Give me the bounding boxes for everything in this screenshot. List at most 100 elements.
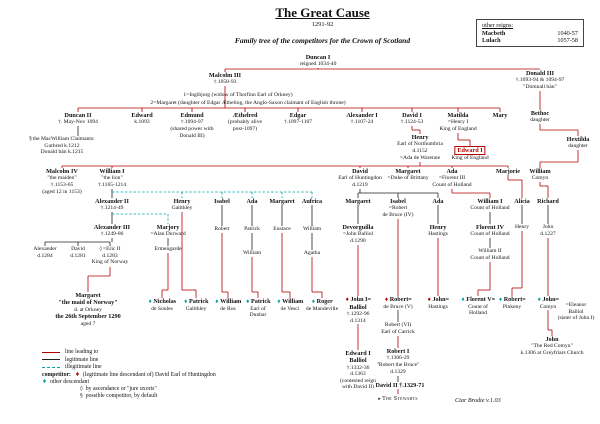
node-line: §the MacWilliam Claimants: xyxy=(29,136,95,142)
node-line: with David II) xyxy=(341,384,375,391)
legend-competitor-item: §possible competitor, by default xyxy=(80,393,272,399)
node-line: ♦Patrick xyxy=(183,298,209,305)
node-alexander-ii: Alexander II†.1214-49 xyxy=(95,198,129,212)
node-line: Robert xyxy=(214,226,230,232)
node-line: Edgar xyxy=(289,112,307,119)
node-line: Marjorie xyxy=(495,168,521,175)
node-line: Henry xyxy=(429,224,447,231)
node-line: (aged 12 in 1153) xyxy=(42,188,82,195)
node-line: ♦William xyxy=(276,298,304,305)
competitor-marker-icon: ♦ xyxy=(344,297,350,303)
node-macwilliam-claimants: §the MacWilliam Claimants:Guthred k.1212… xyxy=(29,136,94,156)
node-line: Richard xyxy=(537,198,559,205)
competitor-marker-icon: ♦ xyxy=(147,299,153,305)
node-line: aged 7 xyxy=(80,320,96,327)
legend-row: legitimate line xyxy=(42,357,272,363)
node-line: Edmund xyxy=(180,112,204,119)
node-line: Holland xyxy=(468,310,488,317)
other-reigns-heading: other reigns: xyxy=(482,22,514,29)
node-line: d.1290 xyxy=(350,237,366,244)
legend-competitor-first: competitor: ♦(legitimate line descendant… xyxy=(42,372,272,378)
node-line: ◊=Eric II xyxy=(99,246,121,252)
legend-item-label: (legitimate line descendant of) David Ea… xyxy=(82,372,216,378)
node-line: Devorguilla xyxy=(342,224,374,231)
node-line: d.1227 xyxy=(540,230,556,237)
node-line: 1=Ingibjorg (widow of Thorfinn Earl of O… xyxy=(183,92,293,98)
node-henry-r: Henry xyxy=(515,224,529,231)
node-line: =Henry I xyxy=(447,119,469,126)
node-line: "Domnall bàn" xyxy=(523,83,557,90)
node-line: †.1249-86 xyxy=(100,231,124,238)
node-line: Balliol xyxy=(349,357,367,365)
node-line: Galithley xyxy=(171,205,193,212)
node-line: Margaret xyxy=(269,198,295,205)
node-robert-ros: Robert xyxy=(214,226,229,233)
node-line: David xyxy=(352,168,368,175)
node-line: Count of Holland xyxy=(470,254,510,261)
node-richard: Richard xyxy=(537,198,559,205)
node-line: Malcolm IV xyxy=(46,168,78,175)
competitor-marker-icon: ♦ xyxy=(384,297,389,303)
node-line: Count of Holland xyxy=(470,231,510,238)
node-line: Hastings xyxy=(428,231,448,238)
node-line: †.1214-49 xyxy=(100,205,124,212)
node-robert-bruce-vi: Robert (VI)Earl of Carrick xyxy=(381,322,415,335)
node-line: d.1363 xyxy=(350,371,366,378)
node-line: Duncan II xyxy=(64,112,92,119)
node-mary: Mary xyxy=(493,112,508,119)
other-reigns-row: Macbeth 1040-57 xyxy=(482,30,578,37)
node-isabel-w: Isabel xyxy=(214,198,230,205)
node-line: Patrick xyxy=(244,226,260,232)
legend-row-label: line leading to xyxy=(65,349,99,355)
node-line: ♦William xyxy=(214,298,242,305)
legend-symbol-icon: ♦ xyxy=(42,379,47,385)
node-line: Guthred k.1212 xyxy=(44,142,80,149)
node-alexander-iii: Alexander III†.1249-86 xyxy=(94,224,130,238)
node-line: Ada xyxy=(432,198,444,205)
node-ada-w: Ada xyxy=(246,198,257,205)
node-line: k.1093 xyxy=(134,119,150,126)
node-line: Florent IV xyxy=(476,224,504,231)
legend-row: line leading to xyxy=(42,349,272,355)
node-line: David xyxy=(71,246,85,252)
node-line: Robert (VI) xyxy=(384,322,412,328)
node-line: Alexander xyxy=(33,246,57,252)
legend-row-label: legitimate line xyxy=(65,356,99,363)
node-line: Earl of Northumbria xyxy=(397,141,443,148)
node-line: Agatha xyxy=(303,250,321,256)
node-line: Alexander II xyxy=(95,198,129,205)
node-malcolm-iii: Malcolm III†.1058-93 xyxy=(209,72,241,86)
legend-competitor-label: competitor: xyxy=(42,372,71,378)
node-line: †.1292-96 xyxy=(346,311,370,318)
node-line: Pinkeny xyxy=(502,303,522,310)
node-donald-iii: Donald III†.1093-94 & 1094-97"Domnall bà… xyxy=(516,70,565,91)
node-line: de Soules xyxy=(151,305,173,312)
legend-row-label: illegitimate line xyxy=(65,364,102,370)
node-line: John xyxy=(542,224,554,230)
legend-symbol-icon: ◊ xyxy=(80,386,83,392)
node-line: de Ros xyxy=(220,305,236,312)
node-line: †.1306-29 xyxy=(386,355,410,362)
author-signature: Ciar Brodie v.1.03 xyxy=(455,397,501,404)
node-line: John xyxy=(545,336,559,343)
node-line: Hextilda xyxy=(566,136,590,143)
legend-line-swatch xyxy=(42,351,60,353)
node-line: Balliol xyxy=(568,308,584,315)
reign-name: Lulach xyxy=(482,37,501,44)
node-line: "Robert the Bruce" xyxy=(376,361,420,368)
node-margaret-brittany: Margaret=Duke of Brittany xyxy=(387,168,428,182)
node-marjorie: Marjorie xyxy=(496,168,520,175)
